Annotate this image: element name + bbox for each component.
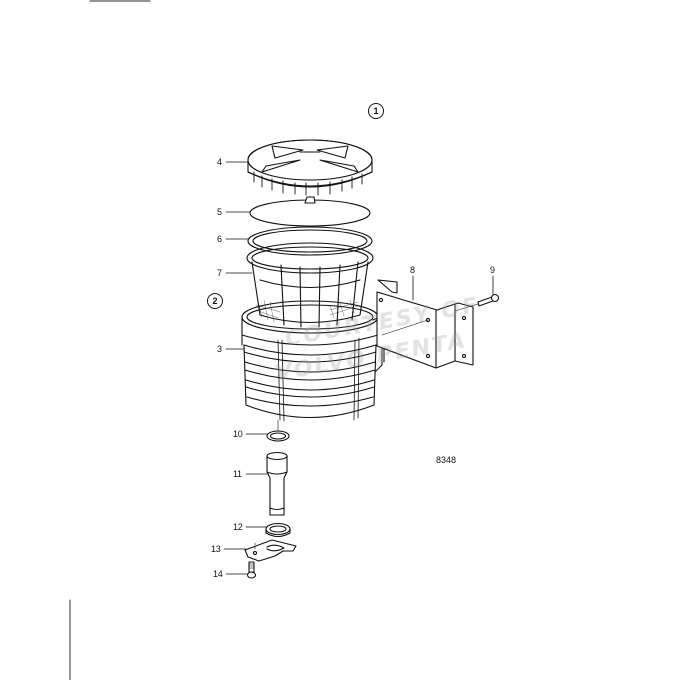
callout-4: 4 [217, 157, 222, 167]
figure-number: 8348 [436, 455, 457, 465]
callout-3: 3 [217, 344, 222, 354]
callout-11: 11 [233, 469, 242, 479]
callout-12: 12 [233, 522, 243, 532]
filter-housing-part [241, 300, 385, 422]
callout-13: 13 [211, 544, 221, 554]
leader-lines [223, 161, 494, 575]
callout-14: 14 [213, 569, 223, 579]
callout-6: 6 [217, 234, 222, 244]
nipple-part [266, 451, 288, 516]
screw-14-part [246, 561, 257, 579]
cover-part [247, 139, 373, 196]
callout-9: 9 [490, 265, 495, 275]
o-ring-part [266, 419, 290, 442]
retaining-plate-part [244, 539, 297, 562]
washer-part [265, 522, 291, 538]
group-marker-2: 2 [207, 293, 223, 309]
callout-5: 5 [217, 207, 222, 217]
group-marker-1: 1 [368, 103, 384, 119]
callout-10: 10 [233, 429, 243, 439]
gasket-part [249, 196, 371, 227]
bracket-part [376, 279, 474, 369]
callout-8: 8 [410, 265, 415, 275]
screw-9-part [454, 293, 500, 312]
sealing-ring-part [247, 226, 373, 256]
callout-7: 7 [217, 268, 222, 278]
